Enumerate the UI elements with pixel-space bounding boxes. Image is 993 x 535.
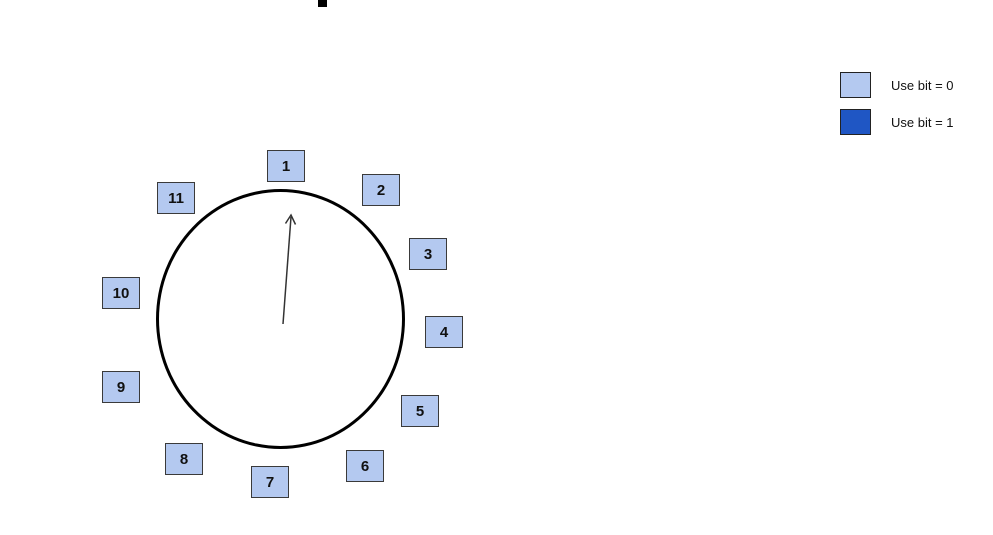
frame-label: 7 [265, 473, 275, 491]
frame-label: 1 [281, 157, 291, 175]
legend-swatch-use-bit-0 [840, 72, 871, 98]
legend-item-use-bit-0: Use bit = 0 [840, 72, 954, 98]
frame-box: 1 [267, 150, 305, 182]
frame-label: 2 [376, 181, 386, 199]
frame-box: 2 [362, 174, 400, 206]
legend-label: Use bit = 0 [891, 77, 954, 93]
frame-label: 3 [423, 245, 433, 263]
frame-box: 7 [251, 466, 289, 498]
frame-box: 3 [409, 238, 447, 270]
frame-box: 4 [425, 316, 463, 348]
legend-item-use-bit-1: Use bit = 1 [840, 109, 954, 135]
clock-circle [156, 189, 405, 449]
frame-label: 4 [439, 323, 449, 341]
frame-box: 9 [102, 371, 140, 403]
legend-swatch-use-bit-1 [840, 109, 871, 135]
frame-box: 10 [102, 277, 140, 309]
legend-label: Use bit = 1 [891, 114, 954, 130]
title-fragment [318, 0, 327, 7]
frame-label: 6 [360, 457, 370, 475]
frame-box: 5 [401, 395, 439, 427]
frame-box: 6 [346, 450, 384, 482]
clock-hand-line [282, 216, 292, 325]
frame-label: 8 [179, 450, 189, 468]
frame-label: 10 [112, 284, 130, 302]
frame-label: 9 [116, 378, 126, 396]
clock-hand-arrowhead [284, 213, 297, 225]
frame-box: 11 [157, 182, 195, 214]
frame-label: 11 [168, 189, 184, 207]
frame-box: 8 [165, 443, 203, 475]
frame-label: 5 [415, 402, 425, 420]
